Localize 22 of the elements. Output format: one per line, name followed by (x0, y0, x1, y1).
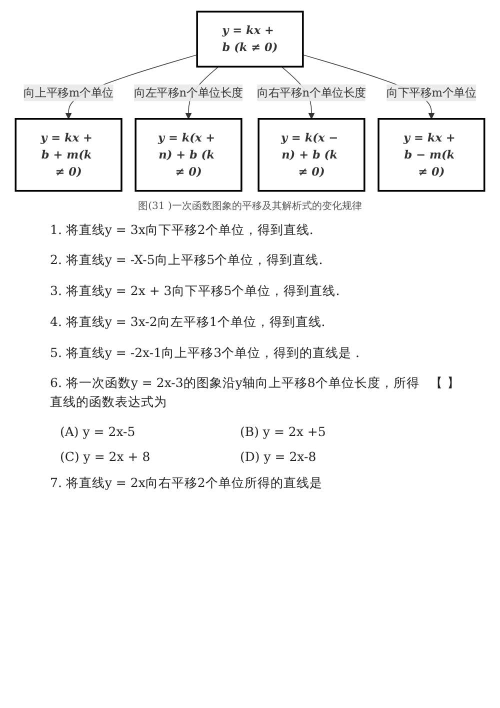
answer-option: (D) y = 2x-8 (240, 448, 420, 464)
answer-option: (C) y = 2x + 8 (60, 448, 240, 464)
figure-caption: 图(31 )一次函数图象的平移及其解析式的变化规律 (137, 200, 363, 212)
question-text: 5. 将直线y = -2x-1向上平移3个单位，得到的直线是 . (50, 344, 360, 362)
edge-label: 向下平移m个单位 (386, 86, 476, 100)
node-box: y = k(x − n) + b (k ≠ 0) (258, 118, 366, 192)
node-box: y = k(x + n) + b (k ≠ 0) (134, 118, 242, 192)
node-box: y = kx + b (k ≠ 0) (196, 10, 304, 68)
edge-label: 向右平移n个单位长度 (257, 86, 366, 100)
question-text: 7. 将直线y = 2x向右平移2个单位所得的直线是 (50, 474, 324, 492)
node-box: y = kx + b − m(k ≠ 0) (378, 118, 486, 192)
answer-option: (B) y = 2x +5 (240, 424, 420, 439)
question-text: 3. 将直线y = 2x + 3向下平移5个单位，得到直线. (50, 282, 341, 300)
node-box: y = kx + b + m(k ≠ 0) (14, 118, 122, 192)
answer-option: (A) y = 2x-5 (60, 424, 240, 439)
question-text: 1. 将直线y = 3x向下平移2个单位，得到直线. (50, 220, 314, 239)
question-text: 6. 将一次函数y = 2x-3的图象沿y轴向上平移8个单位长度，所得直线的函数表达式为 (50, 375, 420, 409)
question-text: 2. 将直线y = -X-5向上平移5个单位，得到直线. (50, 251, 324, 270)
answer-bracket: 【 】 (430, 374, 460, 392)
edge-label: 向上平移m个单位 (24, 86, 114, 100)
question-text: 4. 将直线y = 3x-2向左平移1个单位，得到直线. (50, 312, 326, 331)
edge-label: 向左平移n个单位长度 (134, 86, 243, 100)
